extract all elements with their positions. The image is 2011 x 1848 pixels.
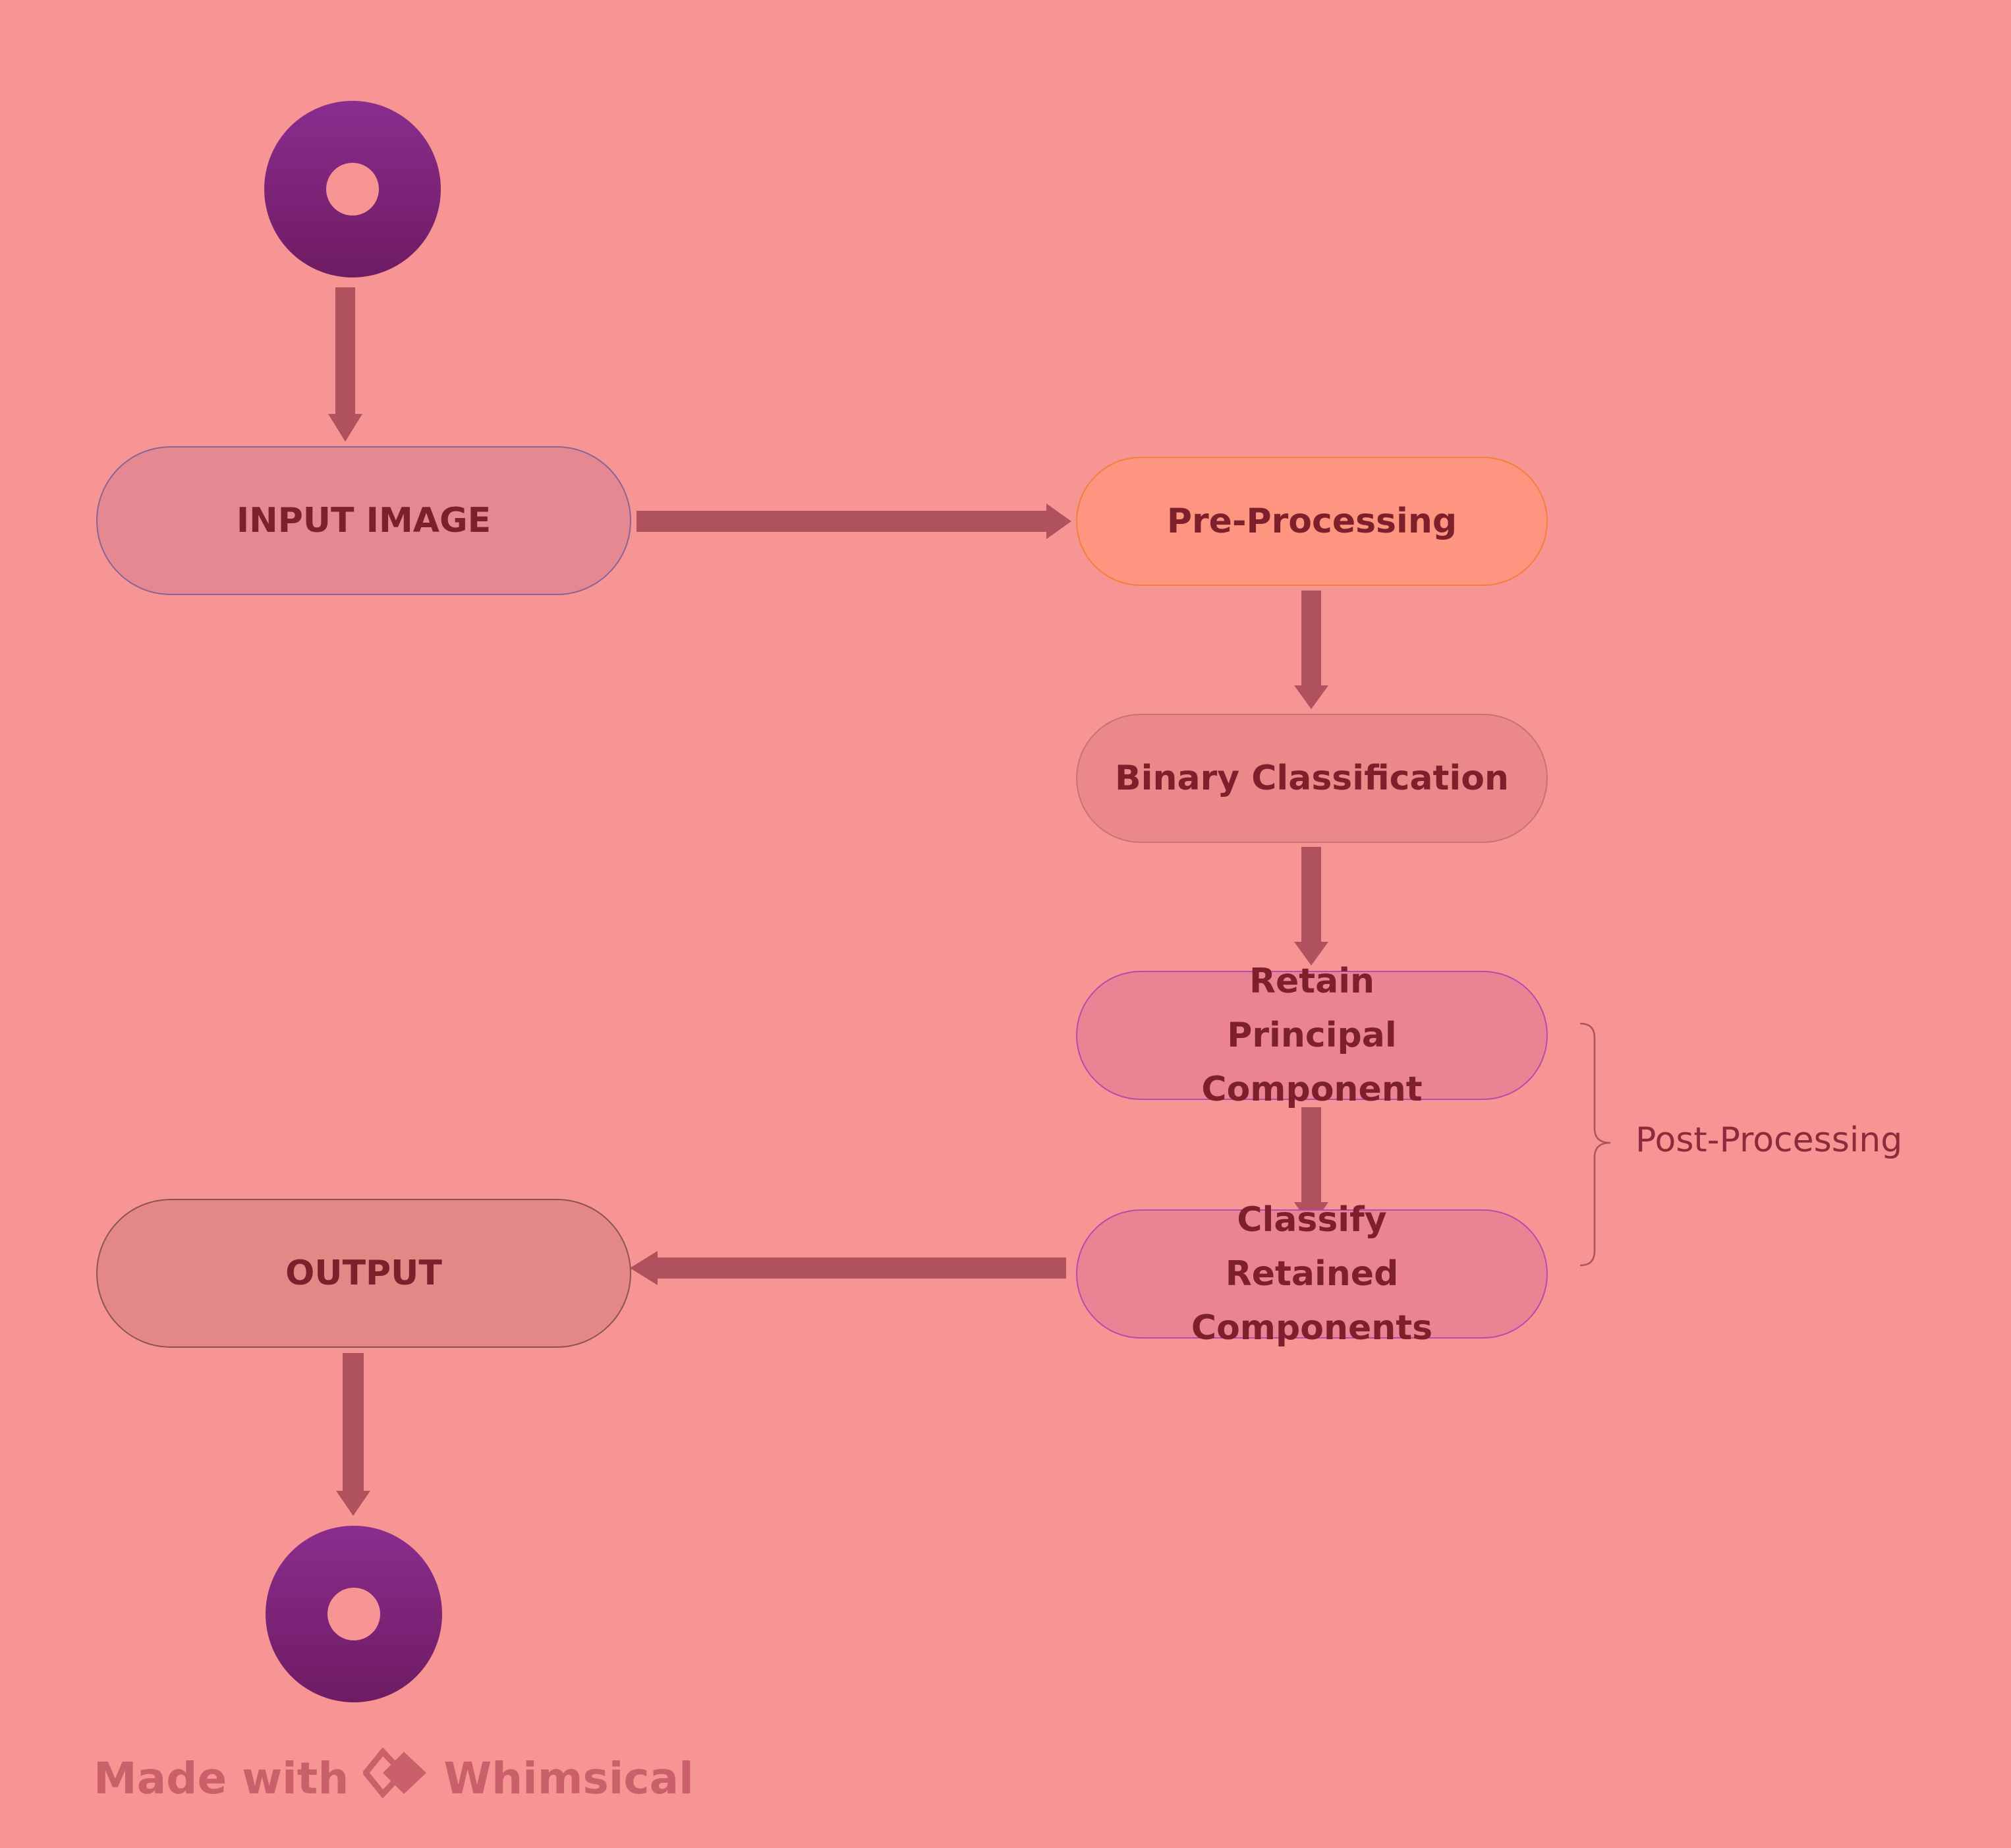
post-processing-bracket bbox=[1579, 1022, 1611, 1267]
output-label: OUTPUT bbox=[285, 1254, 442, 1293]
whimsical-logo-icon bbox=[362, 1747, 432, 1808]
output-node: OUTPUT bbox=[96, 1199, 631, 1348]
arrow-classify-to-output bbox=[630, 1251, 1066, 1285]
arrow-retain-to-classify bbox=[1294, 1107, 1328, 1227]
arrow-binary-to-retain bbox=[1294, 847, 1328, 966]
watermark-brand: Whimsical bbox=[443, 1752, 694, 1804]
input-image-label: INPUT IMAGE bbox=[236, 501, 492, 540]
arrow-preprocess-to-binary bbox=[1294, 591, 1328, 709]
preprocessing-label: Pre-Processing bbox=[1166, 502, 1458, 541]
end-node bbox=[266, 1526, 442, 1702]
classify-retained-label: Classify Retained Components bbox=[1191, 1200, 1433, 1348]
binary-classification-label: Binary Classification bbox=[1115, 759, 1509, 798]
retain-principal-label: Retain Principal Component bbox=[1201, 962, 1423, 1109]
retain-principal-node: Retain Principal Component bbox=[1076, 962, 1548, 1109]
arrow-start-to-input bbox=[328, 287, 362, 442]
whimsical-watermark[interactable]: Made with Whimsical bbox=[94, 1747, 694, 1808]
preprocessing-node: Pre-Processing bbox=[1076, 457, 1548, 586]
arrow-output-to-end bbox=[336, 1353, 370, 1516]
start-node bbox=[264, 101, 441, 277]
classify-retained-node: Classify Retained Components bbox=[1076, 1200, 1548, 1348]
binary-classification-node: Binary Classification bbox=[1076, 714, 1548, 843]
arrow-input-to-preprocess bbox=[637, 504, 1071, 539]
input-image-node: INPUT IMAGE bbox=[96, 446, 631, 595]
post-processing-label: Post-Processing bbox=[1635, 1120, 1903, 1160]
watermark-prefix: Made with bbox=[94, 1752, 349, 1804]
